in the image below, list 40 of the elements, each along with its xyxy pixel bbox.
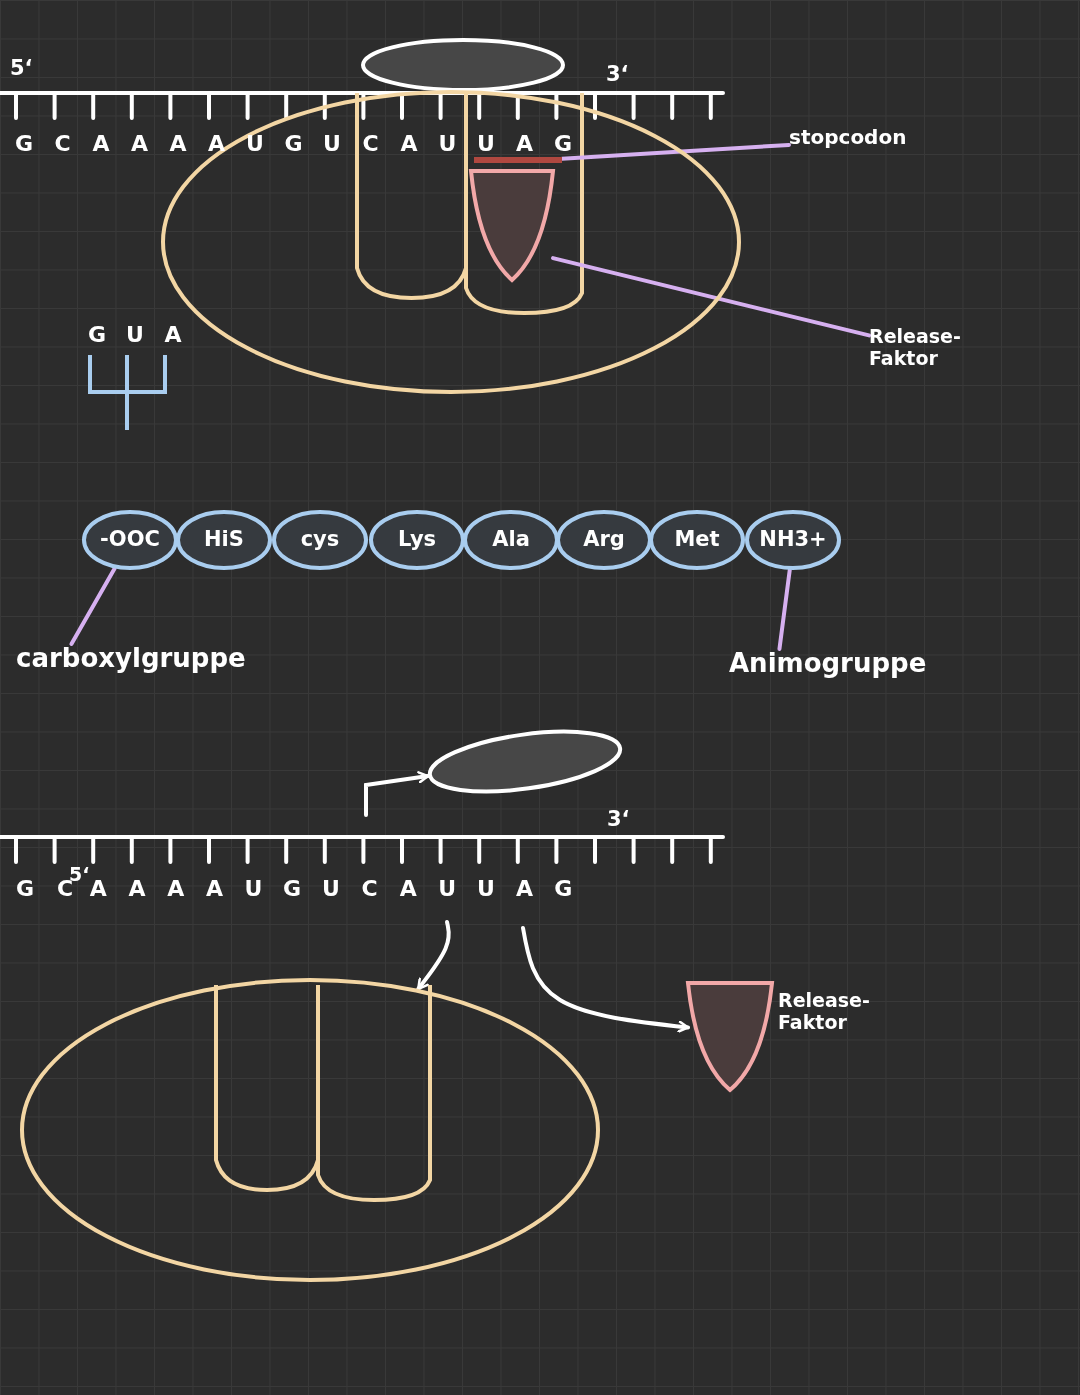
base-sequence: G C A A A A U G U C A U U A G: [13, 131, 574, 157]
leader-line: [560, 142, 791, 161]
arrow: [521, 926, 690, 1033]
amino-acid-oval: [82, 510, 178, 570]
ribosome-ellipse: [18, 976, 602, 1284]
amino-acid-label: HiS: [203, 527, 245, 552]
amino-acid-label: Lys: [396, 527, 438, 552]
release-factor-shape: [686, 981, 774, 1092]
small-subunit-ellipse: [359, 36, 567, 94]
arrow: [416, 920, 451, 991]
end-label: 3‘: [607, 807, 630, 832]
ribosome-ellipse: [159, 88, 743, 396]
stopcodon-label: stopcodon: [789, 126, 907, 149]
amino-acid-label: Arg: [582, 527, 626, 552]
end-label: 3‘: [606, 62, 629, 87]
amino-acid-label: Met: [673, 527, 721, 552]
release-factor-label: Release- Faktor: [869, 326, 962, 370]
amino-acid-label: Ala: [491, 527, 531, 552]
arrow: [364, 771, 430, 817]
base-sequence: A A A A U G U C A U U A G: [89, 876, 574, 902]
leader-line: [777, 567, 792, 651]
carboxyl-group-label: carboxylgruppe: [16, 644, 246, 674]
leader-line: [69, 566, 117, 646]
amino-acid-oval: [369, 510, 465, 570]
anticodon-label: G U A: [86, 322, 183, 348]
amino-acid-oval: [649, 510, 745, 570]
release-factor-label: Release- Faktor: [778, 990, 871, 1034]
amino-acid-oval: [745, 510, 841, 570]
end-label: 5‘: [10, 56, 33, 81]
stopcodon-marker: [474, 157, 562, 163]
amino-acid-oval: [463, 510, 559, 570]
amino-group-label: Animogruppe: [729, 649, 927, 679]
amino-acid-label: cys: [299, 527, 341, 552]
amino-acid-oval: [556, 510, 652, 570]
leader-line: [551, 256, 871, 338]
amino-acid-label: NH3+: [758, 527, 828, 552]
release-factor-shape: [469, 169, 555, 282]
amino-acid-oval: [272, 510, 368, 570]
amino-acid-label: -OOC: [99, 527, 161, 552]
amino-acid-oval: [176, 510, 272, 570]
